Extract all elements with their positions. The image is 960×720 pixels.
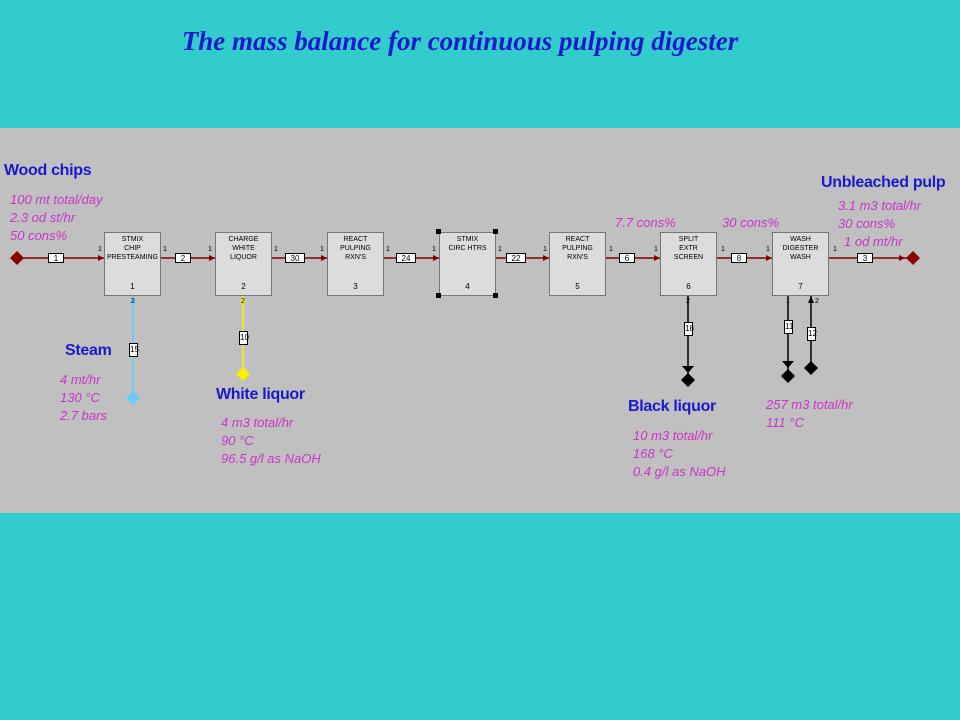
wash-arrow-a <box>782 361 794 368</box>
steam-specs: 4 mt/hr 130 °C 2.7 bars <box>60 372 107 423</box>
selection-handle[interactable] <box>436 293 441 298</box>
stream-tag[interactable]: 12 <box>807 327 817 341</box>
arrow-into-block-1 <box>98 255 104 261</box>
white-liquor-arrow <box>240 296 246 303</box>
wash-diamond-b <box>804 361 818 375</box>
unbleached-pulp-label: Unbleached pulp <box>821 174 946 191</box>
white-liquor-specs: 4 m3 total/hr 90 °C 96.5 g/l as NaOH <box>221 415 321 466</box>
block-react-pulping-1[interactable]: REACT PULPING RXN'S 3 <box>327 232 384 296</box>
wash-diamond-a <box>781 369 795 383</box>
port-label: 1 <box>274 246 278 253</box>
steam-label: Steam <box>65 342 112 359</box>
selection-handle[interactable] <box>436 229 441 234</box>
stream-tag[interactable]: 10 <box>239 331 249 345</box>
black-liquor-specs: 10 m3 total/hr 168 °C 0.4 g/l as NaOH <box>633 428 726 479</box>
port-label: 1 <box>609 246 613 253</box>
stream-tag[interactable]: 22 <box>506 253 526 263</box>
wood-chips-feed-diamond <box>10 251 24 265</box>
block-circ-heaters[interactable]: STMIX CIRC HTRS 4 <box>439 232 496 296</box>
block-react-pulping-2[interactable]: REACT PULPING RXN'S 5 <box>549 232 606 296</box>
stream-tag[interactable]: 11 <box>784 320 793 334</box>
port-label: 2 <box>241 298 245 305</box>
black-liquor-label: Black liquor <box>628 398 716 415</box>
port-label: 1 <box>721 246 725 253</box>
wash-specs: 257 m3 total/hr 111 °C <box>766 397 853 430</box>
port-label: 1 <box>432 246 436 253</box>
white-liquor-feed-diamond <box>236 367 250 381</box>
block-chip-presteaming[interactable]: STMIX CHIP PRESTEAMING 1 <box>104 232 161 296</box>
arrow-into-block-3 <box>321 255 327 261</box>
pulp-product-diamond <box>906 251 920 265</box>
stream-tag[interactable]: 1 <box>48 253 64 263</box>
port-label: 1 <box>498 246 502 253</box>
wood-chips-label: Wood chips <box>4 162 92 179</box>
white-liquor-label: White liquor <box>216 386 305 403</box>
port-label: 1 <box>786 298 790 305</box>
arrow-into-block-6 <box>654 255 660 261</box>
wood-chips-specs: 100 mt total/day 2.3 od st/hr 50 cons% <box>10 192 103 243</box>
black-liquor-arrow <box>682 366 694 373</box>
port-label: 2 <box>815 298 819 305</box>
extraction-consistency-label: 7.7 cons% <box>615 215 676 230</box>
port-label: 2 <box>686 298 690 305</box>
arrow-out-pulp <box>899 255 905 261</box>
selection-handle[interactable] <box>493 229 498 234</box>
wash-arrow-b <box>808 296 814 303</box>
steam-arrow <box>130 296 136 303</box>
stream-tag[interactable]: 8 <box>731 253 747 263</box>
stream-tag[interactable]: 24 <box>396 253 416 263</box>
arrow-into-block-2 <box>209 255 215 261</box>
wash-consistency-label: 30 cons% <box>722 215 780 230</box>
arrow-into-block-5 <box>543 255 549 261</box>
arrow-into-block-4 <box>433 255 439 261</box>
block-charge-white-liquor[interactable]: CHARGE WHITE LIQUOR 2 <box>215 232 272 296</box>
steam-feed-diamond <box>126 391 140 405</box>
port-label: 1 <box>208 246 212 253</box>
stream-tag[interactable]: 15 <box>129 343 139 357</box>
stream-tag[interactable]: 30 <box>285 253 305 263</box>
selection-handle[interactable] <box>493 293 498 298</box>
port-label: 1 <box>98 246 102 253</box>
port-label: 1 <box>386 246 390 253</box>
stream-tag[interactable]: 6 <box>619 253 635 263</box>
page-title: The mass balance for continuous pulping … <box>181 26 739 56</box>
port-label: 1 <box>654 246 658 253</box>
arrow-into-block-7 <box>766 255 772 261</box>
port-label: 1 <box>320 246 324 253</box>
block-extraction-screen[interactable]: SPLIT EXTR SCREEN 6 <box>660 232 717 296</box>
port-label: 1 <box>543 246 547 253</box>
port-label: 1 <box>163 246 167 253</box>
block-digester-wash[interactable]: WASH DIGESTER WASH 7 <box>772 232 829 296</box>
port-label: 1 <box>766 246 770 253</box>
unbleached-pulp-specs: 3.1 m3 total/hr 30 cons% 1 od mt/hr <box>838 198 922 249</box>
black-liquor-product-diamond <box>681 373 695 387</box>
stream-tag[interactable]: 3 <box>857 253 873 263</box>
stream-tag[interactable]: 18 <box>684 322 694 336</box>
flowsheet-panel <box>0 128 960 513</box>
port-label: 2 <box>131 298 135 305</box>
stream-tag[interactable]: 2 <box>175 253 191 263</box>
port-label: 1 <box>833 246 837 253</box>
